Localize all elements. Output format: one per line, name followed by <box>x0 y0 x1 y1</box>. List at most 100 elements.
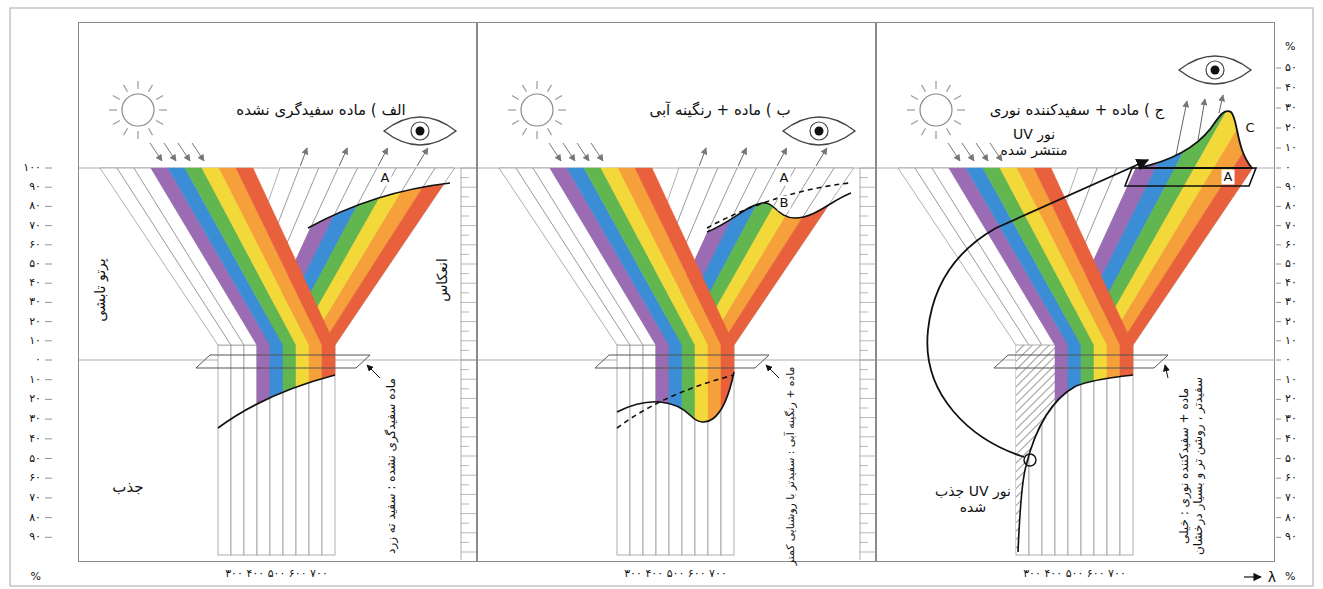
axis-value: ۱۰ <box>1285 334 1297 347</box>
sun-ray <box>555 121 562 125</box>
absorbed-stripe <box>682 345 695 555</box>
light-arrow <box>962 143 974 161</box>
sun-rays <box>508 81 566 139</box>
sun-ray <box>911 96 918 100</box>
scale-tick <box>461 196 469 197</box>
scale-tick <box>461 331 469 332</box>
axis-value: ۶۰ <box>29 472 41 485</box>
axis-symbol: λ <box>1268 569 1276 585</box>
scale-tick <box>860 206 875 207</box>
emitted-colour-stripe <box>1213 90 1284 170</box>
scale-tick <box>860 264 875 265</box>
axis-tick <box>1276 206 1281 207</box>
sun-ray <box>156 96 163 100</box>
scale-tick <box>461 417 476 418</box>
axis-tick <box>45 517 52 518</box>
scale-tick <box>860 321 875 322</box>
scale-tick <box>860 523 868 524</box>
beam-label: انعکاس <box>434 258 450 302</box>
beam-label: جذب <box>112 479 143 496</box>
absorbed-stripe <box>218 345 231 555</box>
scale-tick <box>461 494 476 495</box>
sun-ray <box>935 81 936 89</box>
scale-line <box>860 168 861 560</box>
scale-tick <box>860 283 875 284</box>
absorbed-colour-stripe <box>283 345 296 555</box>
light-arrow <box>378 148 388 166</box>
sun-ray <box>124 85 128 92</box>
absorbed-colour <box>656 345 734 555</box>
scale-tick <box>461 475 476 476</box>
scale-tick <box>461 369 469 370</box>
axis-value: ۱۰ <box>29 373 41 386</box>
scale-ticks <box>860 168 875 552</box>
curve-letter: A <box>778 171 791 186</box>
spectrum-curve <box>617 372 734 422</box>
uv-label: نور UV جذب شده <box>935 483 1011 515</box>
axis-value: ۲۰ <box>1285 122 1297 135</box>
sun-ray <box>922 128 926 135</box>
absorbed-colour-stripe <box>296 345 309 555</box>
scale-tick <box>461 264 476 265</box>
axis-tick <box>1276 302 1281 303</box>
axis-tick <box>1276 458 1281 459</box>
axis-value: ۶۰ <box>29 238 41 251</box>
axis-tick <box>45 399 52 400</box>
scale-tick <box>860 504 868 505</box>
light-arrow <box>1176 101 1187 155</box>
absorbed-colour-stripe <box>270 345 283 555</box>
scale-tick <box>461 302 476 303</box>
axis-value: ۵۰ <box>1285 62 1297 75</box>
scale-tick <box>860 513 875 514</box>
axis-tick <box>1276 244 1281 245</box>
scale-tick <box>860 398 875 399</box>
eye-iris <box>1206 61 1224 79</box>
wavelength-scale: ۳۰۰ ۴۰۰ ۵۰۰ ۶۰۰ ۷۰۰ <box>624 568 727 581</box>
scale-tick <box>461 484 469 485</box>
axis-value: ۴۰ <box>1285 82 1297 95</box>
incident-beam <box>499 168 734 345</box>
sun-ray <box>149 128 153 135</box>
axis-value: ۰ <box>35 354 41 367</box>
axis-value: ۸۰ <box>29 511 41 524</box>
eye-iris <box>810 122 828 140</box>
absorbed-colour-stripe <box>1055 345 1068 555</box>
scale-tick <box>860 408 868 409</box>
axis-value: ۵۰ <box>1285 258 1297 271</box>
absorbed-stripe <box>656 345 669 555</box>
absorbed-stripe <box>283 345 296 555</box>
light-arrow <box>1198 99 1205 140</box>
sun-ray <box>137 81 138 89</box>
axis-value: ۸۰ <box>29 200 41 213</box>
absorbed-stripe <box>1068 345 1081 555</box>
scale-tick <box>461 532 476 533</box>
spectrum-curve <box>707 193 851 232</box>
axis-value: ۰ <box>1285 162 1291 175</box>
scale-tick <box>461 552 476 553</box>
scale-tick <box>860 388 868 389</box>
absorbed-stripe <box>296 345 309 555</box>
axis-arrow <box>1244 576 1261 577</box>
absorbed-beam <box>218 345 335 555</box>
axis-tick <box>1276 478 1281 479</box>
leader-arrow <box>367 365 380 378</box>
axis-tick <box>1276 497 1281 498</box>
sun-ray <box>113 121 120 125</box>
axis-tick <box>1276 537 1281 538</box>
sun-ray <box>109 109 117 110</box>
wavelength-scale: ۳۰۰ ۴۰۰ ۵۰۰ ۶۰۰ ۷۰۰ <box>225 568 328 581</box>
axis-tick <box>45 225 52 226</box>
scale-tick <box>860 244 875 245</box>
axis-tick <box>1276 128 1281 129</box>
scale-tick <box>860 177 868 178</box>
axis-tick <box>45 458 52 459</box>
reflected-colour-stripe <box>1120 168 1253 345</box>
axis-value: ۰ <box>1285 354 1291 367</box>
scale-tick <box>461 283 476 284</box>
axis-tick <box>1276 283 1281 284</box>
scale-tick <box>860 187 875 188</box>
uv-label: نور UV منتشر شده <box>994 126 1074 158</box>
incident-stripe <box>1034 168 1133 345</box>
scale-tick <box>860 235 868 236</box>
